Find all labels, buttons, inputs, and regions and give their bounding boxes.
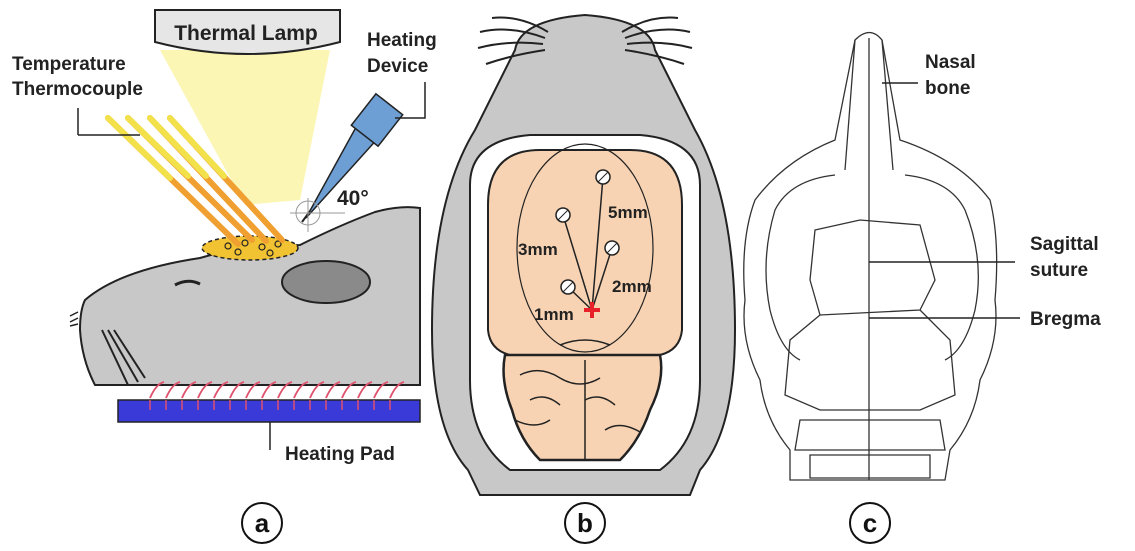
distance-1mm: 1mm [534, 305, 574, 324]
thermocouple-label-line2: Thermocouple [12, 79, 143, 100]
parietal-bones [785, 310, 955, 410]
sagittal-label-line1: Sagittal [1030, 234, 1099, 255]
rat-body [80, 207, 420, 385]
lamp-light-beam [160, 50, 330, 205]
panel-a-letter: a [255, 508, 270, 538]
distance-5mm: 5mm [608, 203, 648, 222]
rat-ear [282, 261, 370, 303]
panel-b-letter: b [577, 508, 593, 538]
distance-3mm: 3mm [518, 240, 558, 259]
panel-c [744, 33, 997, 481]
heating-device-label-line1: Heating [367, 30, 437, 51]
angle-label: 40° [337, 187, 369, 210]
heating-device-label-line2: Device [367, 56, 428, 77]
occipital-bone [810, 455, 930, 478]
heating-pad-label: Heating Pad [285, 444, 395, 465]
sagittal-label-line2: suture [1030, 260, 1088, 281]
panel-c-letter: c [863, 508, 877, 538]
zygomatic-arch-left [766, 175, 835, 360]
panel-a: Thermal Lamp Temperature Thermocoupl [12, 10, 437, 543]
skull-outline [744, 33, 997, 481]
bregma-label: Bregma [1030, 309, 1101, 330]
rat-nose-tip [70, 312, 78, 326]
frontal-bones [810, 220, 935, 315]
panel-b: 1mm 2mm 3mm 5mm b [432, 15, 735, 543]
thermocouple-label-line1: Temperature [12, 54, 126, 75]
interparietal-bone [795, 420, 945, 450]
nasal-label-line2: bone [925, 78, 970, 99]
panel-c-labels: Nasal bone Sagittal suture Bregma c [850, 52, 1101, 543]
distance-2mm: 2mm [612, 277, 652, 296]
thermal-lamp-label: Thermal Lamp [174, 22, 318, 45]
nasal-label-line1: Nasal [925, 52, 976, 73]
